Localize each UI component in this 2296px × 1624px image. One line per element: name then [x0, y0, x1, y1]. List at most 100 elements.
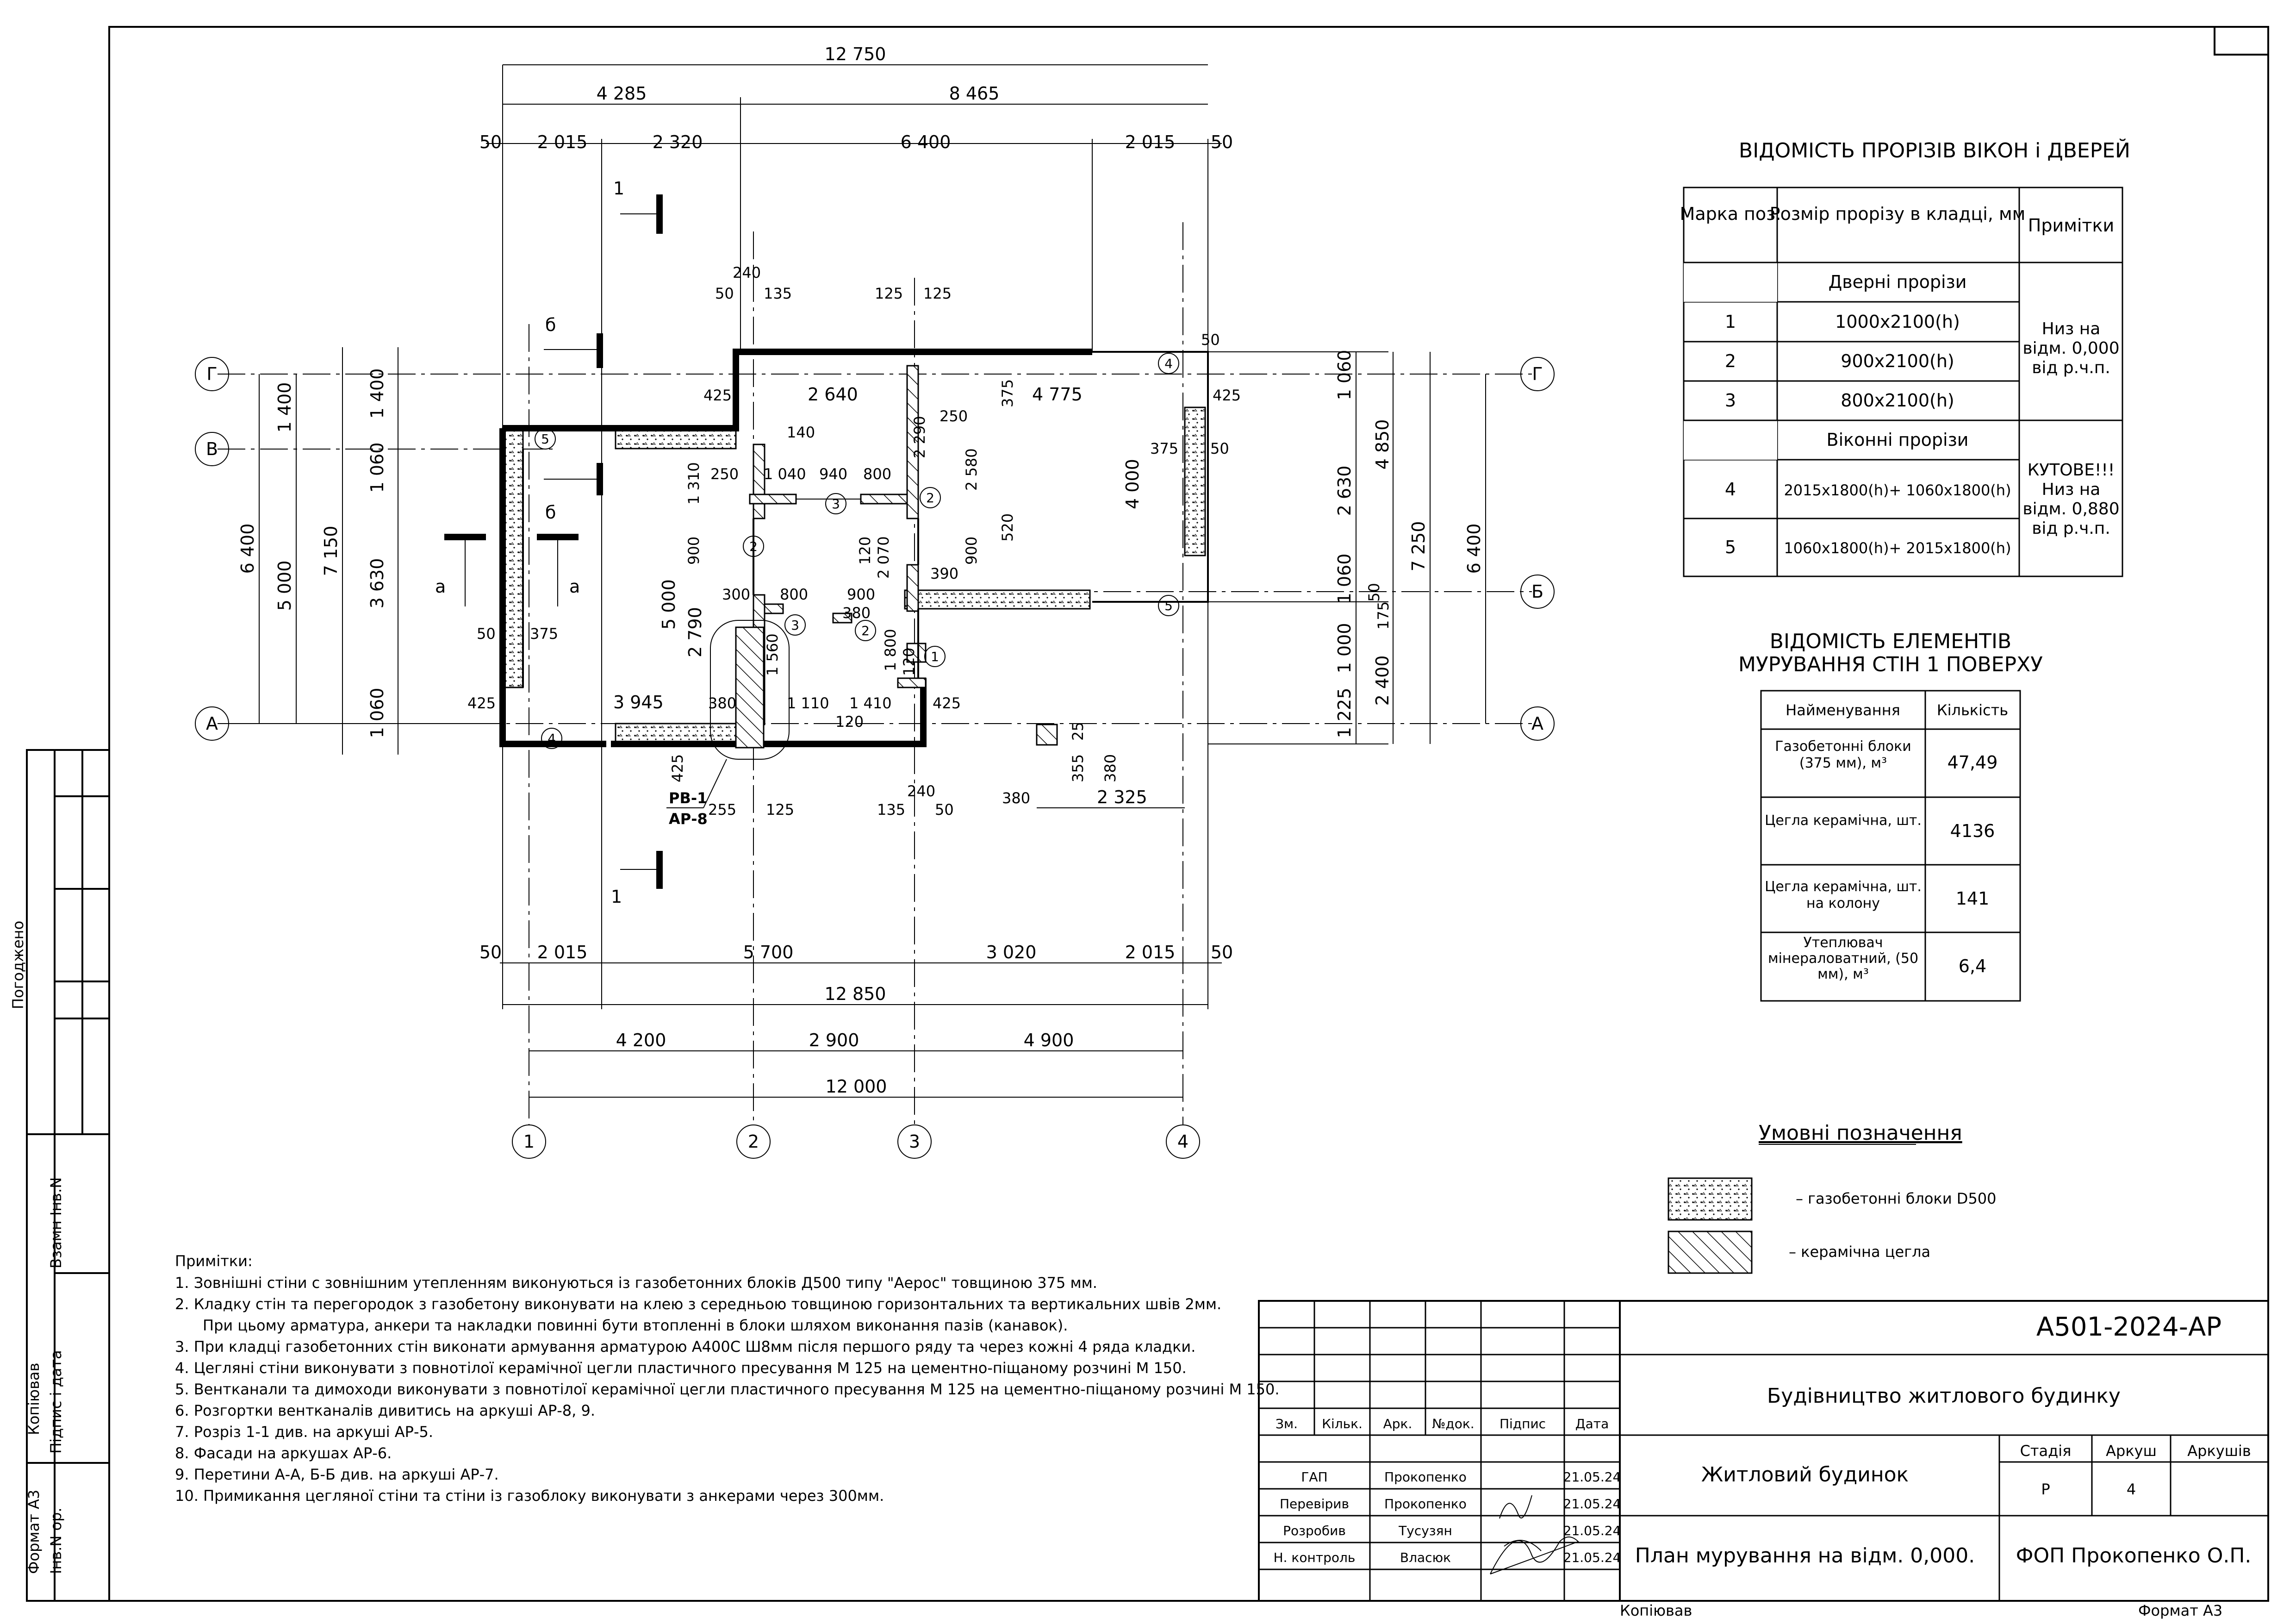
svg-text:50: 50: [1211, 942, 1233, 962]
name-norm-control: Власюк: [1400, 1550, 1451, 1565]
svg-text:АР-8: АР-8: [669, 810, 708, 828]
wall-east: [1184, 406, 1206, 556]
signatures: [1490, 1495, 1579, 1574]
masonry-row-4-qty: 6,4: [1959, 956, 1986, 976]
top-dimensions: 12 750 4 285 8 465 50 2 015 2 320 6 400 …: [479, 44, 1233, 152]
svg-text:1: 1: [931, 649, 939, 664]
masonry-row-3-name: Цегла керамічна, шт. на колону: [1765, 879, 1922, 912]
door-3-mark: 3: [1725, 390, 1736, 411]
svg-text:140: 140: [787, 424, 815, 441]
date-gap: 21.05.24: [1563, 1469, 1621, 1485]
opening-mark-3a: 3: [825, 493, 846, 514]
side-copied: Копіював: [25, 1363, 43, 1435]
svg-text:900: 900: [847, 586, 875, 603]
svg-text:Б: Б: [1531, 581, 1543, 602]
svg-text:175: 175: [1375, 601, 1392, 630]
svg-text:125: 125: [875, 285, 903, 302]
interior-dimensions: 240 50 135 125 125 425 2 640 4 775 425 1…: [467, 264, 1392, 818]
axis-bubble-3: 3: [897, 1124, 932, 1159]
opening-mark-4b: 4: [541, 728, 562, 749]
masonry-row-1-name: Газобетонні блоки (375 мм), м³: [1775, 738, 1911, 771]
svg-text:1 110: 1 110: [787, 694, 829, 712]
svg-text:2 640: 2 640: [808, 384, 858, 405]
side-replaced: Взамн Інв.N: [47, 1177, 65, 1268]
svg-text:3: 3: [832, 496, 840, 512]
svg-text:255: 255: [708, 801, 736, 818]
opening-mark-4a: 4: [1158, 353, 1179, 374]
svg-text:425: 425: [703, 387, 732, 404]
role-checked: Перевірив: [1280, 1496, 1349, 1512]
svg-text:4 285: 4 285: [597, 83, 647, 104]
side-stamp-labels: Погоджено Взамн Інв.N Підпис і дата Інв.…: [9, 921, 65, 1574]
masonry-title-2: МУРУВАННЯ СТІН 1 ПОВЕРХУ: [1738, 653, 2043, 676]
svg-text:3 020: 3 020: [986, 942, 1037, 962]
svg-text:4 850: 4 850: [1372, 419, 1393, 470]
notes: Примітки: 1. Зовнішні стіни с зовнішним …: [175, 1252, 1280, 1505]
doors-label: Дверні прорізи: [1829, 272, 1967, 292]
side-sign-date: Підпис і дата: [47, 1350, 65, 1454]
svg-text:4 200: 4 200: [616, 1030, 666, 1050]
section-b-top-label: б: [545, 315, 556, 335]
opening-marks: 1 2 2 2 3 3 4 4 5 5: [535, 353, 1179, 749]
right-dimensions: 1 060 2 630 1 060 1 000 1 225 4 850 7 25…: [1334, 350, 1484, 738]
svg-text:5 000: 5 000: [274, 561, 295, 611]
col-header-change: Зм.: [1276, 1416, 1298, 1431]
svg-text:1 400: 1 400: [367, 369, 387, 419]
stage-value: Р: [2041, 1480, 2050, 1498]
note-3: 3. При кладці газобетонних стін виконати…: [175, 1338, 1195, 1355]
note-9: 9. Перетини А-А, Б-Б див. на аркуші АР-7…: [175, 1466, 499, 1483]
window-5-size: 1060х1800(h)+ 2015х1800(h): [1784, 539, 2011, 557]
svg-text:135: 135: [764, 285, 792, 302]
column: [1036, 724, 1058, 746]
title-company: ФОП Прокопенко О.П.: [2016, 1544, 2252, 1568]
role-norm-control: Н. контроль: [1274, 1550, 1356, 1565]
svg-text:120: 120: [835, 713, 864, 731]
svg-text:4: 4: [1177, 1131, 1188, 1152]
note-6: 6. Розгортки вентканалів дивитись на арк…: [175, 1402, 595, 1419]
svg-text:125: 125: [766, 801, 794, 818]
svg-text:1 040: 1 040: [764, 465, 806, 483]
svg-text:1: 1: [523, 1131, 535, 1152]
svg-text:2 015: 2 015: [1125, 132, 1176, 152]
note-1: 1. Зовнішні стіни с зовнішним утепленням…: [175, 1274, 1097, 1292]
svg-text:1 060: 1 060: [1334, 554, 1355, 604]
windows-note: КУТОВЕ!!! Низ на відм. 0,880 від р.ч.п.: [2022, 461, 2120, 538]
svg-text:380: 380: [1101, 754, 1119, 782]
svg-text:240: 240: [907, 782, 935, 800]
legend-gas-block-swatch: [1668, 1177, 1753, 1221]
svg-text:50: 50: [1211, 132, 1233, 152]
sheets-header: Аркушів: [2187, 1442, 2251, 1460]
ventilation-shaft: [735, 626, 765, 749]
svg-text:1 800: 1 800: [882, 629, 899, 671]
svg-text:5 000: 5 000: [659, 579, 679, 630]
opening-mark-5b: 5: [1158, 595, 1179, 616]
svg-text:12 000: 12 000: [826, 1076, 887, 1097]
svg-text:3: 3: [791, 618, 799, 633]
footer-copied: Копіював: [1620, 1602, 1692, 1619]
svg-text:А: А: [1531, 713, 1543, 734]
svg-text:4: 4: [548, 731, 556, 746]
svg-text:1 060: 1 060: [1334, 350, 1355, 400]
svg-text:12 850: 12 850: [825, 984, 886, 1004]
note-2-cont: При цьому арматура, анкери та накладки п…: [203, 1317, 1068, 1334]
svg-text:4 000: 4 000: [1122, 459, 1143, 509]
svg-text:425: 425: [1213, 387, 1241, 404]
openings-header-notes: Примітки: [2028, 215, 2114, 236]
note-7: 7. Розріз 1-1 див. на аркуші АР-5.: [175, 1423, 433, 1441]
window-5-mark: 5: [1725, 537, 1736, 557]
svg-text:375: 375: [1150, 440, 1178, 457]
svg-text:А: А: [206, 713, 218, 734]
masonry-row-2-name: Цегла керамічна, шт.: [1765, 812, 1922, 829]
svg-text:РВ-1: РВ-1: [669, 789, 707, 807]
stage-header: Стадія: [2020, 1442, 2072, 1460]
openings-header-size: Розмір прорізу в кладці, мм: [1770, 204, 2026, 224]
svg-text:800: 800: [780, 586, 808, 603]
section-a-right-label: а: [569, 576, 580, 597]
window-4-size: 2015х1800(h)+ 1060х1800(h): [1784, 481, 2011, 499]
svg-text:2 580: 2 580: [963, 448, 980, 491]
masonry-row-1-qty: 47,49: [1948, 752, 1998, 773]
svg-text:900: 900: [685, 537, 703, 565]
svg-text:300: 300: [722, 586, 750, 603]
svg-text:425: 425: [669, 754, 686, 782]
